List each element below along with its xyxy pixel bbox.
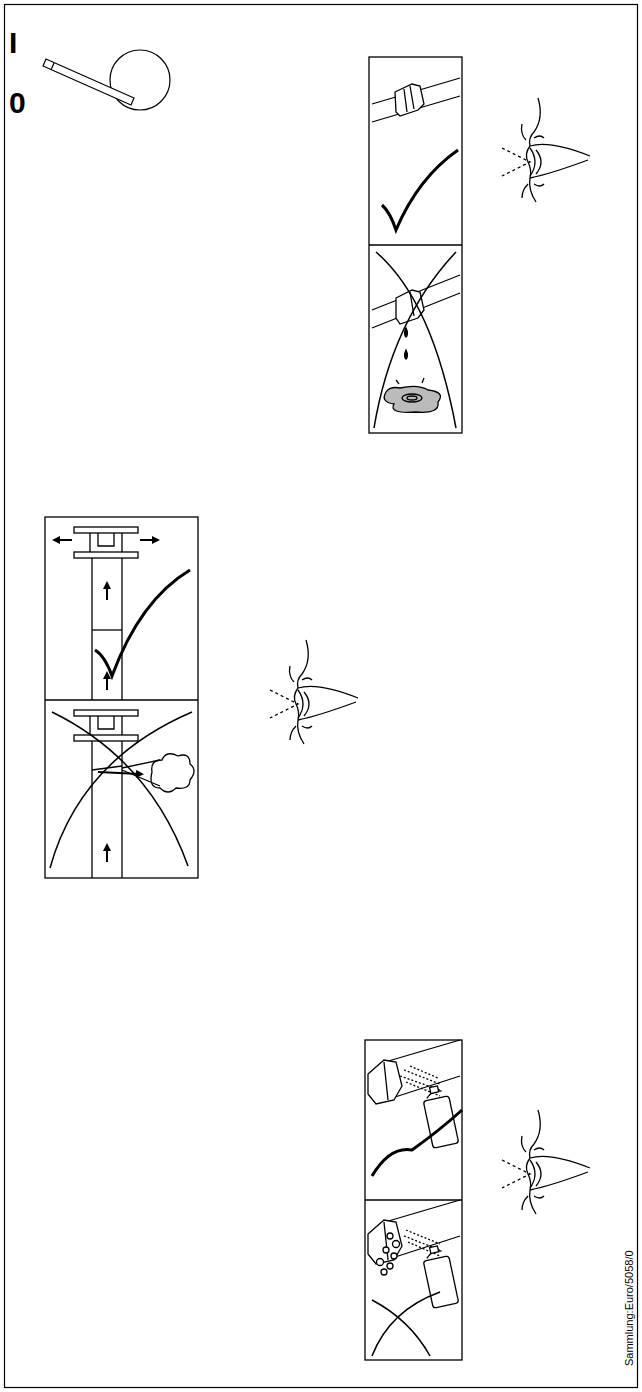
- switch-position-label: I: [9, 28, 17, 58]
- page-frame: [5, 5, 638, 1388]
- switch-position-label: 0: [9, 88, 26, 118]
- panel-spray: [365, 1040, 462, 1360]
- switch-symbol: [43, 50, 170, 110]
- panel-joint: [369, 57, 462, 433]
- panel-flue: [45, 517, 198, 878]
- collection-code: Sammlung:Euro/5058/0: [624, 1250, 635, 1366]
